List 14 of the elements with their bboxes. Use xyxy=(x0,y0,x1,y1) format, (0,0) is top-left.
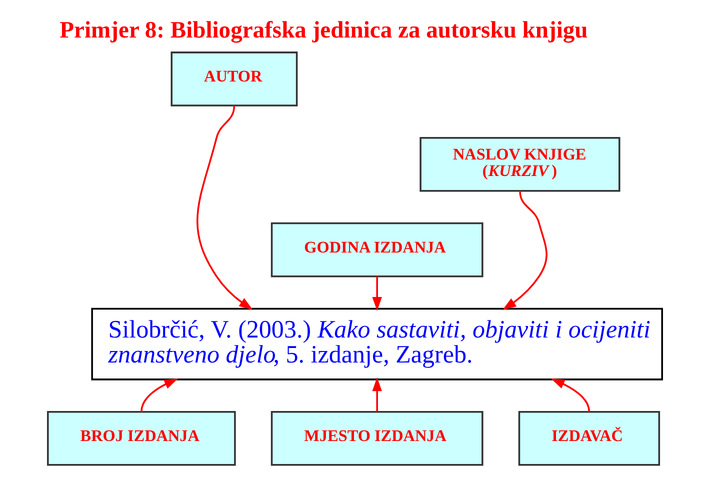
node-box: NASLOV KNJIGE (KURZIV) xyxy=(419,136,620,192)
node-box: GODINA IZDANJA xyxy=(270,222,483,278)
node-box: MJESTO IZDANJA xyxy=(270,410,483,466)
node-box: IZDAVAČ xyxy=(518,410,660,466)
arrow xyxy=(502,190,547,310)
node-box: AUTOR xyxy=(170,52,298,106)
diagram-title: Primjer 8: Bibliografska jedinica za autorsku knjigu xyxy=(59,17,588,44)
arrow xyxy=(550,378,590,412)
node-box: BROJ IZDANJA xyxy=(46,410,236,466)
arrow xyxy=(372,276,382,311)
arrow xyxy=(372,377,382,412)
arrow xyxy=(196,105,252,310)
node-box: Silobrčić, V. (2003.) Kako sastaviti, objaviti i ocijeniti znanstveno djelo, 5. izdanje, Zagreb. xyxy=(90,308,662,380)
arrow xyxy=(140,378,178,412)
